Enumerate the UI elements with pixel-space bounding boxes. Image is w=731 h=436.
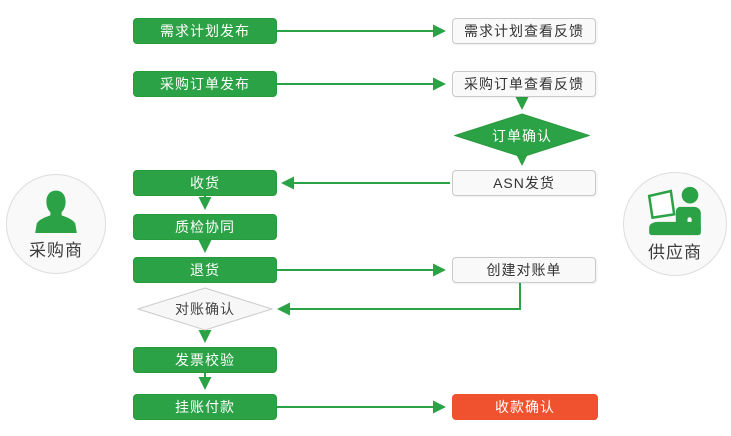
node-demand-plan-feedback: 需求计划查看反馈 (452, 18, 596, 44)
node-receive-goods: 收货 (133, 170, 277, 196)
node-demand-plan-publish: 需求计划发布 (133, 18, 277, 44)
person-icon (35, 190, 77, 233)
actor-supplier-label: 供应商 (648, 242, 702, 262)
node-payment-on-account: 挂账付款 (133, 394, 277, 420)
node-purchase-order-publish: 采购订单发布 (133, 71, 277, 97)
node-label: 订单确认 (492, 127, 552, 144)
person-laptop-icon (647, 186, 701, 235)
node-return-goods: 退货 (133, 257, 277, 283)
node-create-statement: 创建对账单 (452, 257, 596, 283)
actor-buyer-label: 采购商 (29, 240, 83, 260)
node-label: 对账确认 (175, 301, 235, 317)
actor-buyer: 采购商 (6, 174, 106, 274)
node-receipt-confirm: 收款确认 (452, 394, 598, 420)
node-order-confirm: 订单确认 (454, 113, 590, 158)
node-purchase-order-feedback: 采购订单查看反馈 (452, 71, 596, 97)
node-invoice-check: 发票校验 (133, 347, 277, 373)
actor-supplier: 供应商 (623, 172, 727, 276)
node-statement-confirm: 对账确认 (137, 287, 273, 331)
node-asn-shipment: ASN发货 (452, 170, 596, 196)
edge-create-statement-to-statement-confirm (277, 283, 521, 316)
node-quality-inspection: 质检协同 (133, 214, 277, 240)
